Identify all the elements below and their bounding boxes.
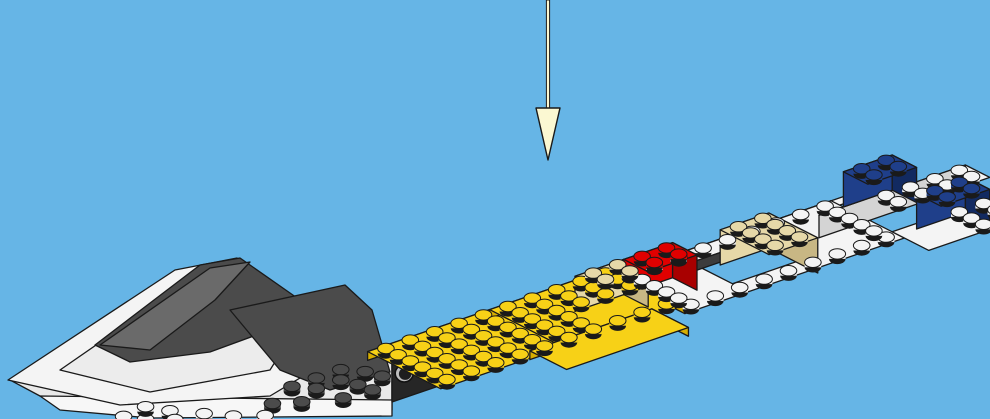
stud-top [853,240,870,250]
stud-top [756,274,773,284]
stud-top [308,383,325,393]
stud-top [780,266,797,276]
stud-top [634,307,651,317]
stud-top [463,366,480,376]
stud-top [890,161,907,171]
stud-top [939,192,956,202]
stud-top [975,198,990,208]
stud-top [975,219,990,229]
stud-top [308,373,325,383]
stud-top [350,379,367,389]
stud-top [561,332,578,342]
stud-top [767,240,784,250]
stud-top [597,289,614,299]
stud-top [573,297,590,307]
stud-top [609,316,626,326]
stud-top [719,235,736,245]
stud-top [829,249,846,259]
stud-top [646,257,663,267]
stud-top [196,408,213,418]
stud-top [364,385,381,395]
stud-top [707,291,724,301]
stud-top [866,170,883,180]
stud-top [805,257,822,267]
stud-top [284,381,301,391]
stud-top [963,183,980,193]
stud-top [536,341,553,351]
stud-top [374,371,391,381]
stud-top [597,274,614,284]
stud-top [332,364,349,374]
stud-top [622,266,639,276]
stud-top [792,209,809,219]
stud-top [115,411,132,419]
stud-top [137,401,154,411]
stud-top [890,197,907,207]
stud-top [670,249,687,259]
stud-top [731,282,748,292]
stud-top [257,410,274,419]
stud-top [487,358,504,368]
arrow-shaft [546,0,549,110]
stud-top [357,366,374,376]
stud-top [264,398,281,408]
stud-top [439,374,456,384]
stud-top [512,349,529,359]
stud-top [335,393,352,403]
stud-top [670,293,687,303]
stud-top [293,397,310,407]
stud-top [866,226,883,236]
stud-top [585,324,602,334]
stud-top [225,411,242,419]
stud-top [332,375,349,385]
stud-top [695,243,712,253]
stud-top [791,232,808,242]
